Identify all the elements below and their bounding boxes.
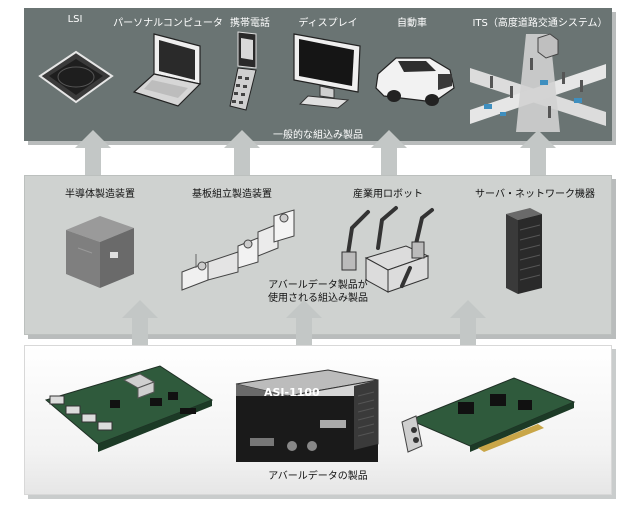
arrow-up-icon [224, 130, 260, 176]
pcie-card-icon [401, 377, 576, 453]
asi-model-label: ASI-1100 [264, 386, 320, 399]
label-its: ITS（高度道路交通システム） [472, 18, 608, 29]
industrial-robot-icon [341, 206, 434, 293]
cpu-board-icon [44, 365, 214, 452]
arrow-up-icon [286, 300, 322, 348]
its-intersection-icon [470, 33, 606, 132]
label-semiconductor-equipment: 半導体製造装置 [65, 189, 135, 200]
label-mobile-phone: 携帯電話 [230, 18, 270, 29]
mobile-phone-icon [229, 31, 257, 111]
label-car: 自動車 [397, 18, 427, 29]
label-lsi: LSI [67, 14, 83, 25]
arrow-up-icon [75, 130, 111, 176]
label-industrial-robot: 産業用ロボット [353, 189, 423, 200]
arrow-up-icon [520, 130, 556, 176]
server-rack-icon [506, 208, 542, 294]
car-icon [375, 57, 455, 106]
label-display: ディスプレイ [298, 18, 358, 29]
caption-general-embedded-products: 一般的な組込み製品 [273, 130, 363, 141]
arrow-up-icon [122, 300, 158, 348]
display-icon [293, 33, 361, 109]
laptop-icon [132, 33, 202, 107]
board-assembly-line-icon [181, 209, 295, 291]
asi-box-icon [235, 369, 379, 462]
lsi-chip-icon [38, 50, 114, 104]
label-board-assembly: 基板組立製造装置 [192, 189, 272, 200]
label-personal-computer: パーソナルコンピュータ [113, 18, 223, 29]
caption-avaldata-used-line1: アバールデータ製品が [268, 280, 368, 291]
caption-avaldata-products: アバールデータの製品 [268, 471, 368, 482]
arrow-up-icon [371, 130, 407, 176]
semiconductor-equipment-icon [66, 216, 134, 288]
arrow-up-icon [450, 300, 486, 348]
label-server-network: サーバ・ネットワーク機器 [475, 189, 595, 200]
caption-avaldata-used-line2: 使用される組込み製品 [268, 293, 368, 304]
